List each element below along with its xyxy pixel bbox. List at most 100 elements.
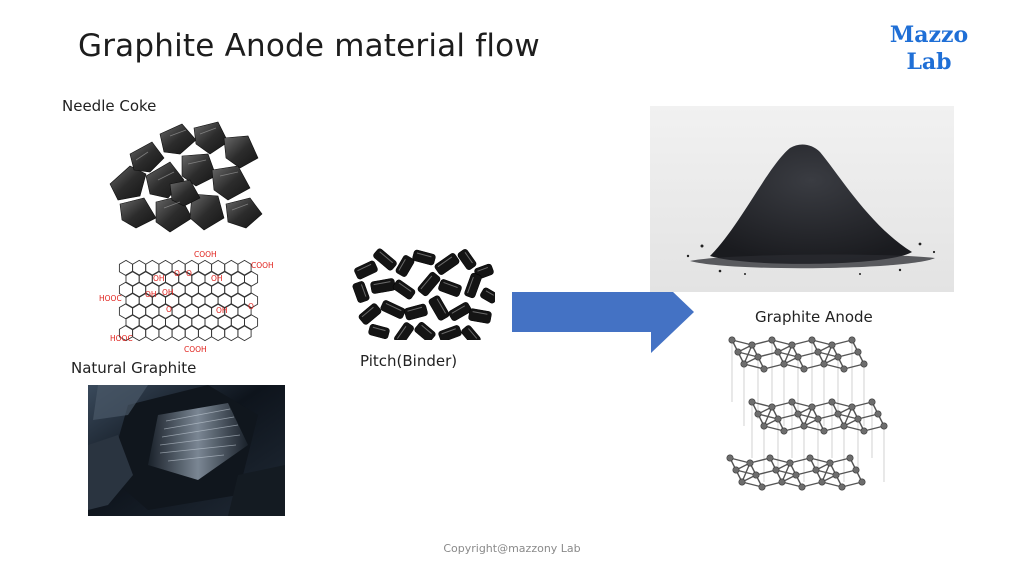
carbon-atom — [792, 471, 800, 479]
pitch-pellet — [464, 272, 482, 299]
carbon-atom — [834, 353, 842, 361]
carbon-atom — [778, 478, 786, 486]
pitch-pellet — [438, 279, 462, 297]
pitch-pellet — [461, 325, 481, 340]
cooh-group-top: COOH — [194, 250, 217, 259]
carbon-ring — [118, 303, 134, 320]
carbon-atom — [860, 360, 868, 368]
carbon-atom — [838, 483, 846, 491]
carbon-atom — [880, 422, 888, 430]
carbon-ring — [151, 314, 166, 331]
pitch-pellet — [395, 255, 415, 277]
pitch-pellet — [428, 295, 450, 321]
pitch-pellet — [457, 249, 477, 270]
pitch-pellet — [373, 248, 397, 271]
graphite-layer-structure-diagram — [726, 336, 888, 491]
carbon-ring — [211, 324, 226, 342]
carbon-ring — [171, 324, 186, 342]
pitch-pellet-highlight — [416, 252, 432, 258]
pitch-binder-label: Pitch(Binder) — [360, 352, 458, 370]
cooh-group-right: COOH — [251, 261, 274, 270]
carbon-atom — [812, 466, 820, 474]
carbon-ring — [125, 270, 140, 287]
pitch-pellet-highlight — [443, 281, 458, 289]
hooc-group-left: HOOC — [99, 294, 122, 303]
carbon-atom — [740, 360, 748, 368]
carbon-ring — [230, 292, 245, 309]
carbon-atom — [734, 348, 742, 356]
carbon-ring — [132, 303, 147, 320]
pitch-pellet — [394, 322, 414, 340]
oh-group-3: OH — [145, 290, 157, 299]
page-title: Graphite Anode material flow — [78, 28, 540, 64]
pitch-pellet-highlight — [467, 276, 474, 294]
pitch-pellet — [368, 324, 390, 339]
pitch-pellet-highlight — [379, 251, 394, 264]
carbon-ring — [191, 314, 206, 331]
graphite-anode-label: Graphite Anode — [755, 308, 873, 326]
carbon-atom — [794, 410, 802, 418]
natural-graphite-label: Natural Graphite — [71, 359, 197, 377]
carbon-ring — [145, 303, 160, 320]
graphene-layer — [728, 336, 868, 373]
carbon-atom — [848, 336, 856, 344]
carbon-atom — [788, 398, 796, 406]
needle-coke-image — [109, 121, 263, 233]
pitch-pellet-highlight — [436, 298, 447, 314]
carbon-atom — [874, 410, 882, 418]
pitch-binder-image — [352, 248, 495, 340]
carbon-ring — [138, 270, 153, 287]
carbon-ring — [244, 292, 259, 309]
carbon-ring — [211, 281, 226, 298]
carbon-ring — [230, 314, 245, 331]
carbon-atom — [800, 365, 808, 373]
carbon-atom — [774, 348, 782, 356]
oh-group-4: OH — [162, 288, 174, 297]
copyright-text: Copyright@mazzony Lab — [443, 542, 581, 555]
pitch-pellet-highlight — [396, 326, 407, 339]
cooh-group-bottom: COOH — [184, 345, 207, 354]
carbon-atom — [774, 415, 782, 423]
carbon-ring — [184, 281, 199, 298]
carbon-atom — [748, 341, 756, 349]
carbon-ring — [197, 281, 213, 298]
pitch-pellet — [417, 271, 441, 297]
carbon-ring — [132, 324, 147, 342]
carbon-atom — [820, 360, 828, 368]
mazzo-lab-logo: Mazzo Lab — [880, 22, 978, 76]
carbon-ring — [178, 314, 193, 331]
pitch-pellet — [370, 278, 396, 294]
carbon-ring — [237, 259, 252, 277]
carbon-ring — [138, 314, 153, 331]
carbon-atom — [834, 410, 842, 418]
carbon-ring — [184, 303, 199, 320]
carbon-ring — [197, 259, 213, 277]
pitch-pellet-highlight — [437, 256, 453, 268]
carbon-atom — [828, 341, 836, 349]
carbon-ring — [204, 314, 219, 331]
carbon-ring — [125, 314, 140, 331]
carbon-ring — [224, 281, 239, 298]
carbon-atom — [754, 353, 762, 361]
oxidized-graphene-structure-diagram: COOH COOH HOOC HOOC COOH OH OH OH OH OH … — [99, 250, 274, 354]
pitch-pellet-highlight — [357, 263, 372, 272]
carbon-atom — [840, 422, 848, 430]
carbon-ring — [145, 324, 160, 342]
carbon-atom — [748, 398, 756, 406]
pitch-pellet-highlight — [451, 305, 466, 314]
carbon-atom — [766, 454, 774, 462]
carbon-atom — [808, 336, 816, 344]
carbon-atom — [848, 403, 856, 411]
pitch-pellet-highlight — [464, 252, 473, 264]
carbon-ring — [244, 270, 259, 287]
carbon-atom — [808, 403, 816, 411]
carbon-atom — [814, 415, 822, 423]
carbon-atom — [846, 454, 854, 462]
pitch-pellet — [358, 303, 382, 325]
carbon-atom — [858, 478, 866, 486]
carbon-ring — [191, 292, 206, 309]
carbon-atom — [800, 422, 808, 430]
carbon-ring — [237, 281, 252, 298]
pitch-pellet-highlight — [360, 284, 367, 297]
graphene-layer — [748, 398, 888, 435]
